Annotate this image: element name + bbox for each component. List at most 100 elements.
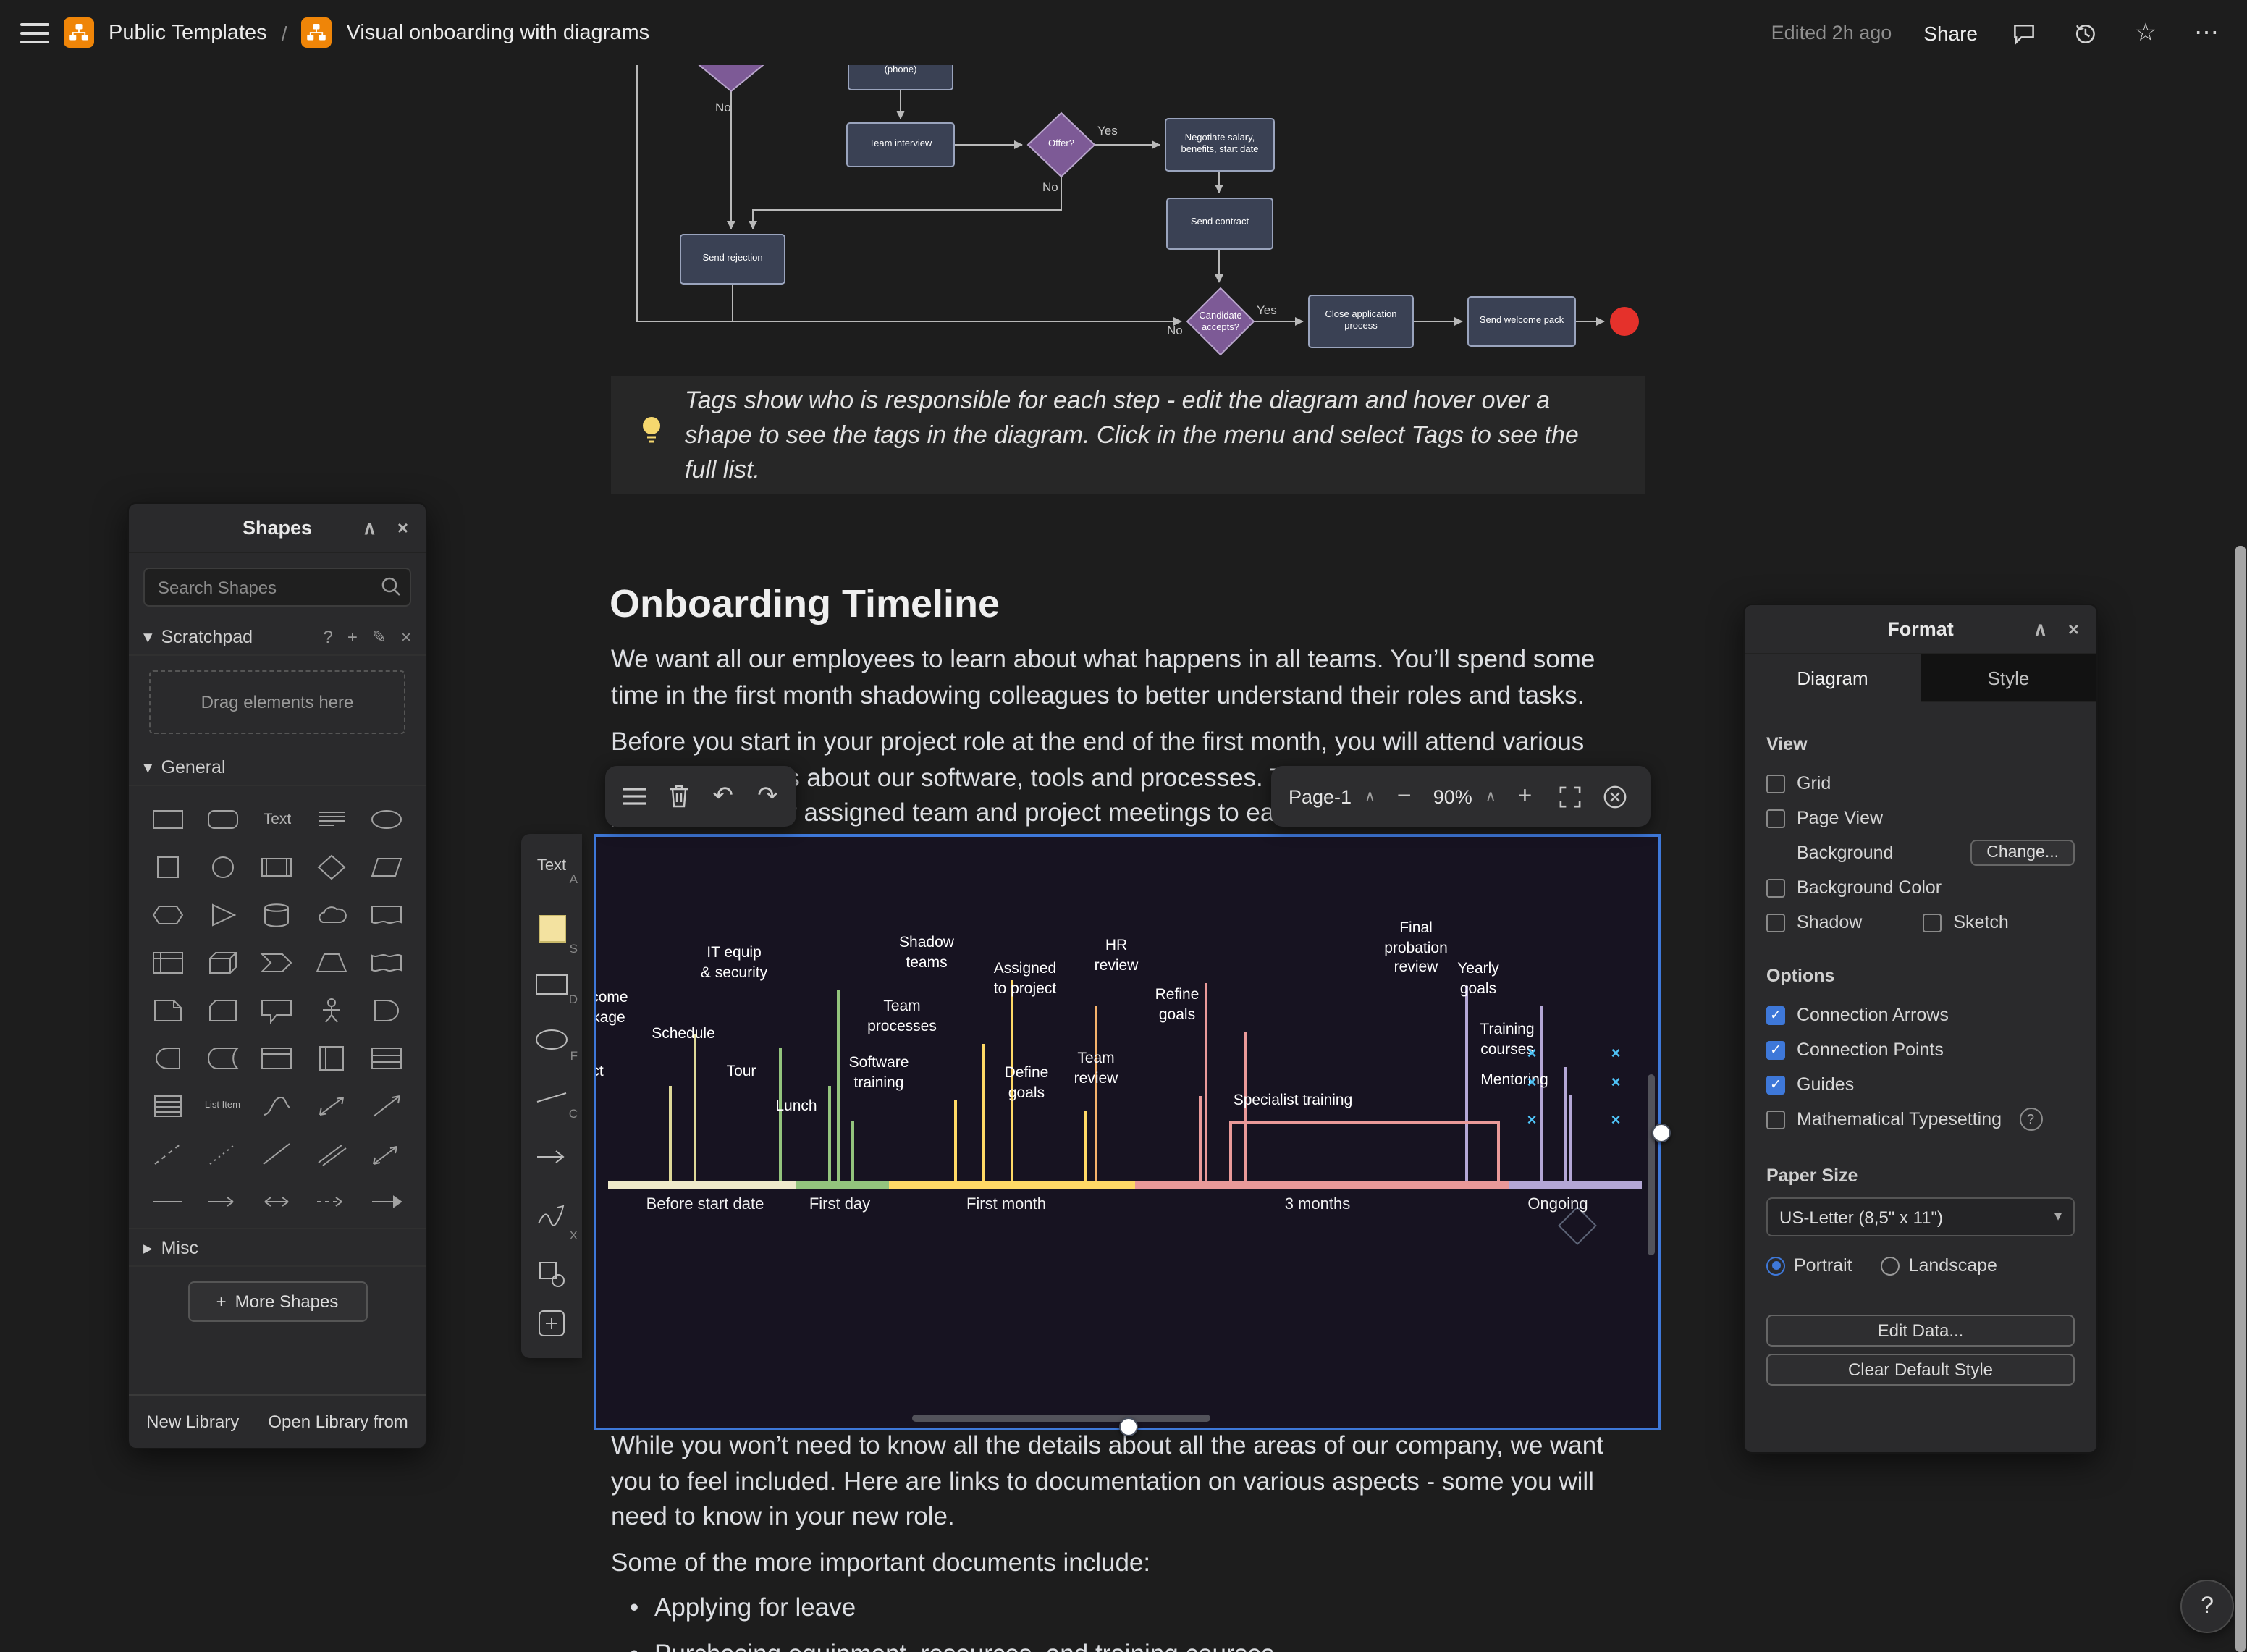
more-shapes-button[interactable]: + More Shapes xyxy=(187,1281,367,1322)
timeline-milestone-label[interactable]: Define goals xyxy=(1004,1064,1049,1102)
page-selector[interactable]: Page-1 xyxy=(1289,785,1352,807)
flowchart-node-send-contract[interactable]: Send contract xyxy=(1190,217,1249,228)
star-icon[interactable]: ☆ xyxy=(2134,18,2157,46)
app-logo-icon[interactable] xyxy=(64,17,94,48)
collapse-panel-icon[interactable]: ∧ xyxy=(2033,618,2047,639)
paper-size-select[interactable]: US-Letter (8,5" x 11") ▾ xyxy=(1766,1197,2075,1236)
timeline-bar-segment[interactable] xyxy=(608,1181,796,1189)
shape-actor-icon[interactable] xyxy=(305,986,360,1034)
line-tool[interactable] xyxy=(521,1083,582,1112)
shape-square-icon[interactable] xyxy=(140,843,195,890)
timeline-milestone-label[interactable]: IT equip & security xyxy=(700,944,768,982)
shape-data-storage-icon[interactable] xyxy=(195,1034,250,1082)
shape-callout-icon[interactable] xyxy=(250,986,305,1034)
shape-hexagon-icon[interactable] xyxy=(140,890,195,938)
misc-section[interactable]: ▸ Misc xyxy=(129,1228,426,1267)
selection-handle-bottom[interactable] xyxy=(1119,1417,1138,1436)
page-chevron-icon[interactable]: ∧ xyxy=(1365,788,1375,804)
scratchpad-close-icon[interactable]: × xyxy=(400,626,411,646)
shape-cylinder-icon[interactable] xyxy=(250,890,305,938)
shape-container-icon[interactable] xyxy=(250,1034,305,1082)
timeline-milestone-label[interactable]: Refine goals xyxy=(1155,986,1200,1024)
editor-vscrollbar[interactable] xyxy=(1648,1074,1655,1255)
timeline-bar-segment[interactable] xyxy=(1135,1181,1509,1189)
timeline-bar-segment[interactable] xyxy=(796,1181,889,1189)
note-tool[interactable] xyxy=(521,912,582,944)
shape-document-icon[interactable] xyxy=(359,890,414,938)
freehand-tool[interactable] xyxy=(521,1199,582,1234)
timeline-milestone-label[interactable]: Software training xyxy=(848,1054,909,1092)
share-button[interactable]: Share xyxy=(1923,21,1978,44)
shape-internal-storage-icon[interactable] xyxy=(140,938,195,986)
page-view-checkbox[interactable] xyxy=(1766,809,1785,827)
flowchart-node-team-interview[interactable]: Team interview xyxy=(869,138,932,149)
editor-hscrollbar[interactable] xyxy=(912,1415,1210,1422)
shape-link-icon[interactable] xyxy=(305,1129,360,1177)
shape-curve-icon[interactable] xyxy=(250,1082,305,1129)
embedded-diagram-editor[interactable]: ContractWelcome packageScheduleIT equip … xyxy=(594,834,1661,1430)
clear-default-style-button[interactable]: Clear Default Style xyxy=(1766,1354,2075,1386)
shape-and-icon[interactable] xyxy=(140,1034,195,1082)
insert-shape-tool[interactable] xyxy=(521,1257,582,1291)
shape-horizontal-double-arrow-icon[interactable] xyxy=(250,1177,305,1225)
change-background-button[interactable]: Change... xyxy=(1970,840,2075,866)
timeline-milestone-label[interactable]: Shadow teams xyxy=(899,934,954,972)
shape-text-icon[interactable]: Text xyxy=(263,810,292,827)
text-tool[interactable]: Text xyxy=(536,857,567,875)
collapse-panel-icon[interactable]: ∧ xyxy=(362,516,376,538)
shape-horizontal-line-icon[interactable] xyxy=(140,1177,195,1225)
undo-icon[interactable]: ↶ xyxy=(712,782,734,809)
timeline-milestone-label[interactable]: Tour xyxy=(726,1063,756,1080)
portrait-radio[interactable] xyxy=(1766,1256,1785,1275)
edit-data-button[interactable]: Edit Data... xyxy=(1766,1315,2075,1347)
shape-rounded-rectangle-icon[interactable] xyxy=(195,795,250,843)
zoom-in-icon[interactable]: + xyxy=(1517,782,1533,809)
menu-icon[interactable] xyxy=(20,22,49,43)
selection-handle-right[interactable] xyxy=(1652,1124,1671,1142)
shape-triangle-icon[interactable] xyxy=(195,890,250,938)
shape-dotted-line-icon[interactable] xyxy=(195,1129,250,1177)
shape-dashed-line-icon[interactable] xyxy=(140,1129,195,1177)
delete-icon[interactable] xyxy=(662,780,694,812)
shape-list-item-icon[interactable]: List Item xyxy=(204,1100,240,1111)
breadcrumb-root[interactable]: Public Templates xyxy=(109,21,267,44)
scratchpad-dropzone[interactable]: Drag elements here xyxy=(149,670,405,734)
connection-points-checkbox[interactable] xyxy=(1766,1040,1785,1059)
flowchart-node-close-application[interactable]: Close application process xyxy=(1325,309,1397,332)
history-icon[interactable] xyxy=(2070,18,2099,47)
close-panel-icon[interactable]: × xyxy=(397,517,408,539)
shape-ellipse-icon[interactable] xyxy=(359,795,414,843)
sketch-checkbox[interactable] xyxy=(1923,913,1942,932)
tab-diagram[interactable]: Diagram xyxy=(1745,654,1921,702)
help-button[interactable]: ? xyxy=(2180,1580,2234,1633)
shape-directional-connector-icon[interactable] xyxy=(359,1129,414,1177)
shape-textbox-icon[interactable] xyxy=(305,795,360,843)
grid-checkbox[interactable] xyxy=(1766,774,1785,793)
scratchpad-edit-icon[interactable]: ✎ xyxy=(371,626,387,646)
shape-step-icon[interactable] xyxy=(250,938,305,986)
timeline-milestone-label[interactable]: Mentoring xyxy=(1480,1071,1548,1089)
shape-cube-icon[interactable] xyxy=(195,938,250,986)
shape-parallelogram-icon[interactable] xyxy=(359,843,414,890)
tab-style[interactable]: Style xyxy=(1921,654,2096,702)
timeline-milestone-label[interactable]: Contract xyxy=(596,1063,604,1080)
shape-diamond-icon[interactable] xyxy=(305,843,360,890)
shape-or-icon[interactable] xyxy=(359,986,414,1034)
scratchpad-help-icon[interactable]: ? xyxy=(323,626,333,646)
search-input[interactable] xyxy=(143,568,411,607)
shape-horizontal-arrow-icon[interactable] xyxy=(195,1177,250,1225)
timeline-milestone-label[interactable]: Yearly goals xyxy=(1457,960,1499,998)
timeline-milestone-label[interactable]: Assigned to project xyxy=(993,960,1057,998)
timeline-milestone-label[interactable]: Final probation review xyxy=(1384,919,1448,977)
timeline-milestone-label[interactable]: Schedule xyxy=(652,1025,715,1042)
guides-checkbox[interactable] xyxy=(1766,1075,1785,1094)
timeline-milestone-label[interactable]: Team processes xyxy=(867,998,937,1035)
rectangle-tool[interactable] xyxy=(521,970,582,999)
timeline-milestone-label[interactable]: Training courses xyxy=(1480,1021,1535,1058)
shape-filled-arrow-connector-icon[interactable] xyxy=(359,1177,414,1225)
fullscreen-icon[interactable] xyxy=(1553,780,1585,812)
flowchart-node-phone[interactable]: (phone) xyxy=(884,64,917,75)
shape-line-icon[interactable] xyxy=(250,1129,305,1177)
flowchart-node-candidate-accepts[interactable]: Candidate accepts? xyxy=(1199,311,1242,333)
timeline-bar-segment[interactable] xyxy=(1509,1181,1642,1189)
